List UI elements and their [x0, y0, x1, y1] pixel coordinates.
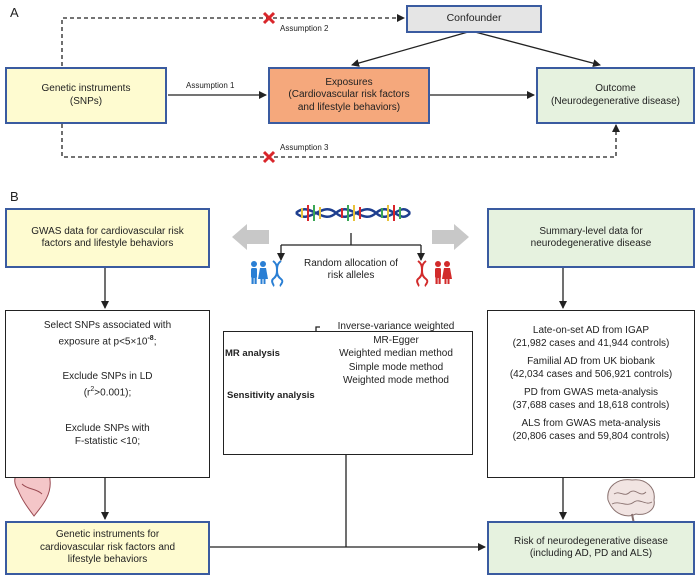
random-allocation-label: Random allocation of risk alleles [285, 255, 417, 285]
risk-line-2: (including AD, PD and ALS) [529, 548, 653, 559]
gwas-line-1: GWAS data for cardiovascular risk [31, 225, 184, 237]
method-weighted-median: Weighted median method [339, 348, 453, 359]
dna-blue-icon [271, 260, 284, 287]
summary-line-2: neurodegenerative disease [530, 238, 652, 249]
gray-arrow-right-icon [432, 224, 469, 250]
method-ivw: Inverse-variance weighted [337, 321, 455, 332]
exposures-line-3: and lifestyle behaviors) [297, 101, 401, 113]
gwas-line-2: factors and lifestyle behaviors [41, 238, 174, 249]
genetic-instruments-final-box: Genetic instruments for cardiovascular r… [5, 521, 210, 575]
gwas-data-box: GWAS data for cardiovascular risk factor… [5, 208, 210, 268]
outcome-line-2: (Neurodegenerative disease) [551, 95, 680, 107]
exclude-ld-line: Exclude SNPs in LD [62, 371, 153, 383]
outcome-data-box: Late-on-set AD from IGAP (21,982 cases a… [487, 310, 695, 478]
method-simple-mode: Simple mode method [348, 361, 444, 373]
genetic-instruments-line-2: (SNPs) [69, 95, 103, 107]
confounder-exposure-arrow [351, 31, 469, 67]
method-mr-egger: MR-Egger [373, 334, 419, 346]
select-snps-line-2: exposure at p<5×10-8; [58, 335, 157, 348]
random-allocation-line-1: Random allocation of [304, 257, 398, 269]
confounder-label: Confounder [446, 12, 502, 25]
mr-analysis-box [223, 331, 473, 455]
panel-a-label: A [10, 5, 19, 20]
genetic-instruments-box: Genetic instruments (SNPs) [5, 67, 167, 124]
dna-helix-icon [295, 205, 411, 221]
exclude-f-line-2: F-statistic <10; [74, 435, 141, 447]
genetic-final-line-1: Genetic instruments for [55, 529, 160, 541]
panel-b-label: B [10, 189, 19, 204]
sensitivity-analysis-label: Sensitivity analysis [227, 390, 315, 401]
brain-icon [607, 479, 655, 525]
outcome-item-late-onset-ad: Late-on-set AD from IGAP (21,982 cases a… [512, 325, 670, 349]
genetic-final-line-2: cardiovascular risk factors and [39, 541, 176, 553]
outcome-item-pd: PD from GWAS meta-analysis (37,688 cases… [512, 387, 670, 411]
confounder-box: Confounder [406, 5, 542, 33]
outcome-line-1: Outcome [595, 83, 636, 94]
mr-analysis-label: MR analysis [225, 348, 280, 359]
exposures-line-2: (Cardiovascular risk factors [288, 89, 410, 101]
genetic-instruments-line-1: Genetic instruments [41, 83, 131, 94]
exclude-f-line-1: Exclude SNPs with [65, 422, 150, 434]
select-snps-line-1: Select SNPs associated with [43, 320, 172, 331]
mr-methods-list: Inverse-variance weighted MR-Egger Weigh… [322, 320, 470, 388]
random-allocation-line-2: risk alleles [327, 270, 375, 281]
confounder-outcome-arrow [474, 31, 601, 68]
genetic-final-line-3: lifestyle behaviors [67, 554, 148, 566]
assumption-1-label: Assumption 1 [186, 81, 235, 90]
risk-box: Risk of neurodegenerative disease (inclu… [487, 521, 695, 575]
summary-data-box: Summary-level data for neurodegenerative… [487, 208, 695, 268]
panel-a-connectors [61, 11, 620, 164]
outcome-item-familial-ad: Familial AD from UK biobank (42,034 case… [509, 356, 673, 380]
gray-arrow-left-icon [232, 224, 269, 250]
assumption-3-path [61, 124, 620, 158]
cross-mark-icon [262, 11, 276, 25]
r2-threshold-line: (r2>0.001); [83, 386, 132, 399]
exposures-line-1: Exposures [325, 76, 373, 88]
male-female-blue-icon [251, 261, 268, 284]
assumption-2-path [61, 14, 405, 66]
cross-mark-icon [262, 150, 276, 164]
risk-line-1: Risk of neurodegenerative disease [514, 535, 668, 547]
assumption-2-label: Assumption 2 [280, 24, 329, 33]
male-female-red-icon [435, 261, 452, 284]
method-weighted-mode: Weighted mode method [343, 375, 449, 386]
summary-line-1: Summary-level data for [539, 225, 643, 237]
exposures-box: Exposures (Cardiovascular risk factors a… [268, 67, 430, 124]
snp-selection-box: Select SNPs associated with exposure at … [5, 310, 210, 478]
assumption-3-label: Assumption 3 [280, 143, 329, 152]
dna-red-icon [416, 260, 429, 287]
outcome-item-als: ALS from GWAS meta-analysis (20,806 case… [512, 418, 670, 442]
outcome-box: Outcome (Neurodegenerative disease) [536, 67, 695, 124]
